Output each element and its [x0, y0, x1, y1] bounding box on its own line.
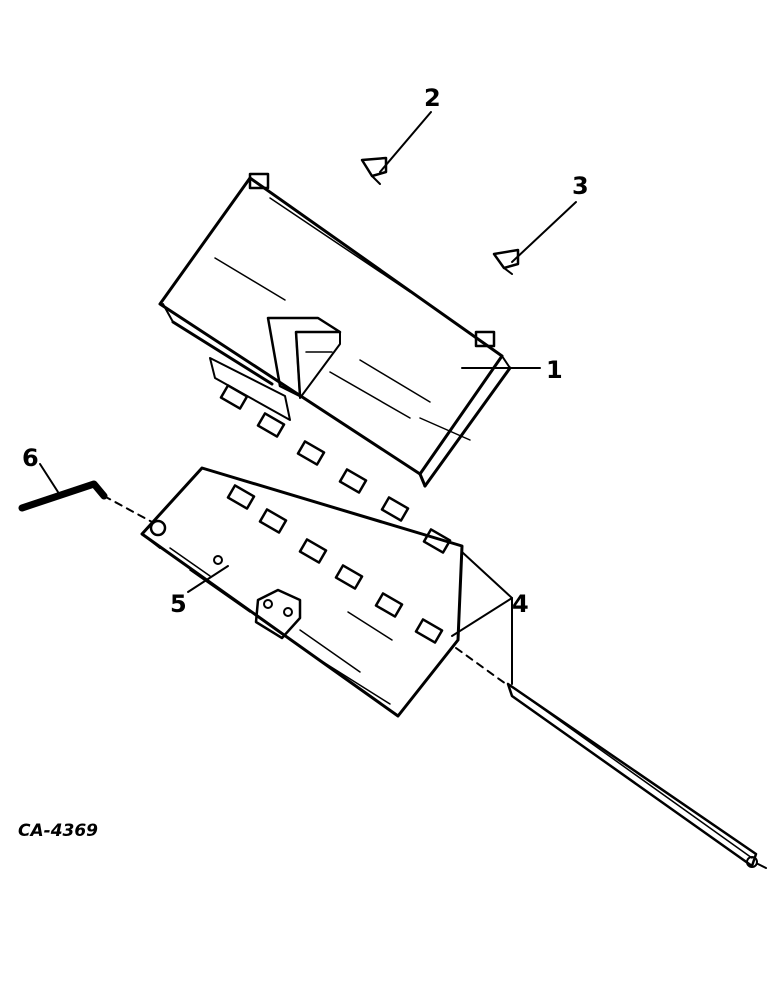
callout-6: 6 — [22, 444, 39, 472]
cover-plate — [158, 172, 512, 522]
callout-1: 1 — [546, 356, 563, 384]
figure-code: CA-4369 — [18, 821, 98, 841]
callout-3: 3 — [572, 172, 589, 200]
assembly-lines — [103, 495, 507, 685]
callout-2: 2 — [424, 84, 441, 112]
clip-part-2 — [360, 156, 388, 185]
callout-4: 4 — [512, 590, 529, 618]
hinge-base-plate — [140, 466, 464, 718]
callout-5: 5 — [170, 590, 187, 618]
bent-pin-part-6 — [18, 480, 108, 512]
clip-part-3 — [492, 248, 520, 275]
hinge-rod — [506, 682, 767, 869]
small-pin-part-5 — [213, 555, 223, 565]
leader-lines — [39, 111, 577, 685]
